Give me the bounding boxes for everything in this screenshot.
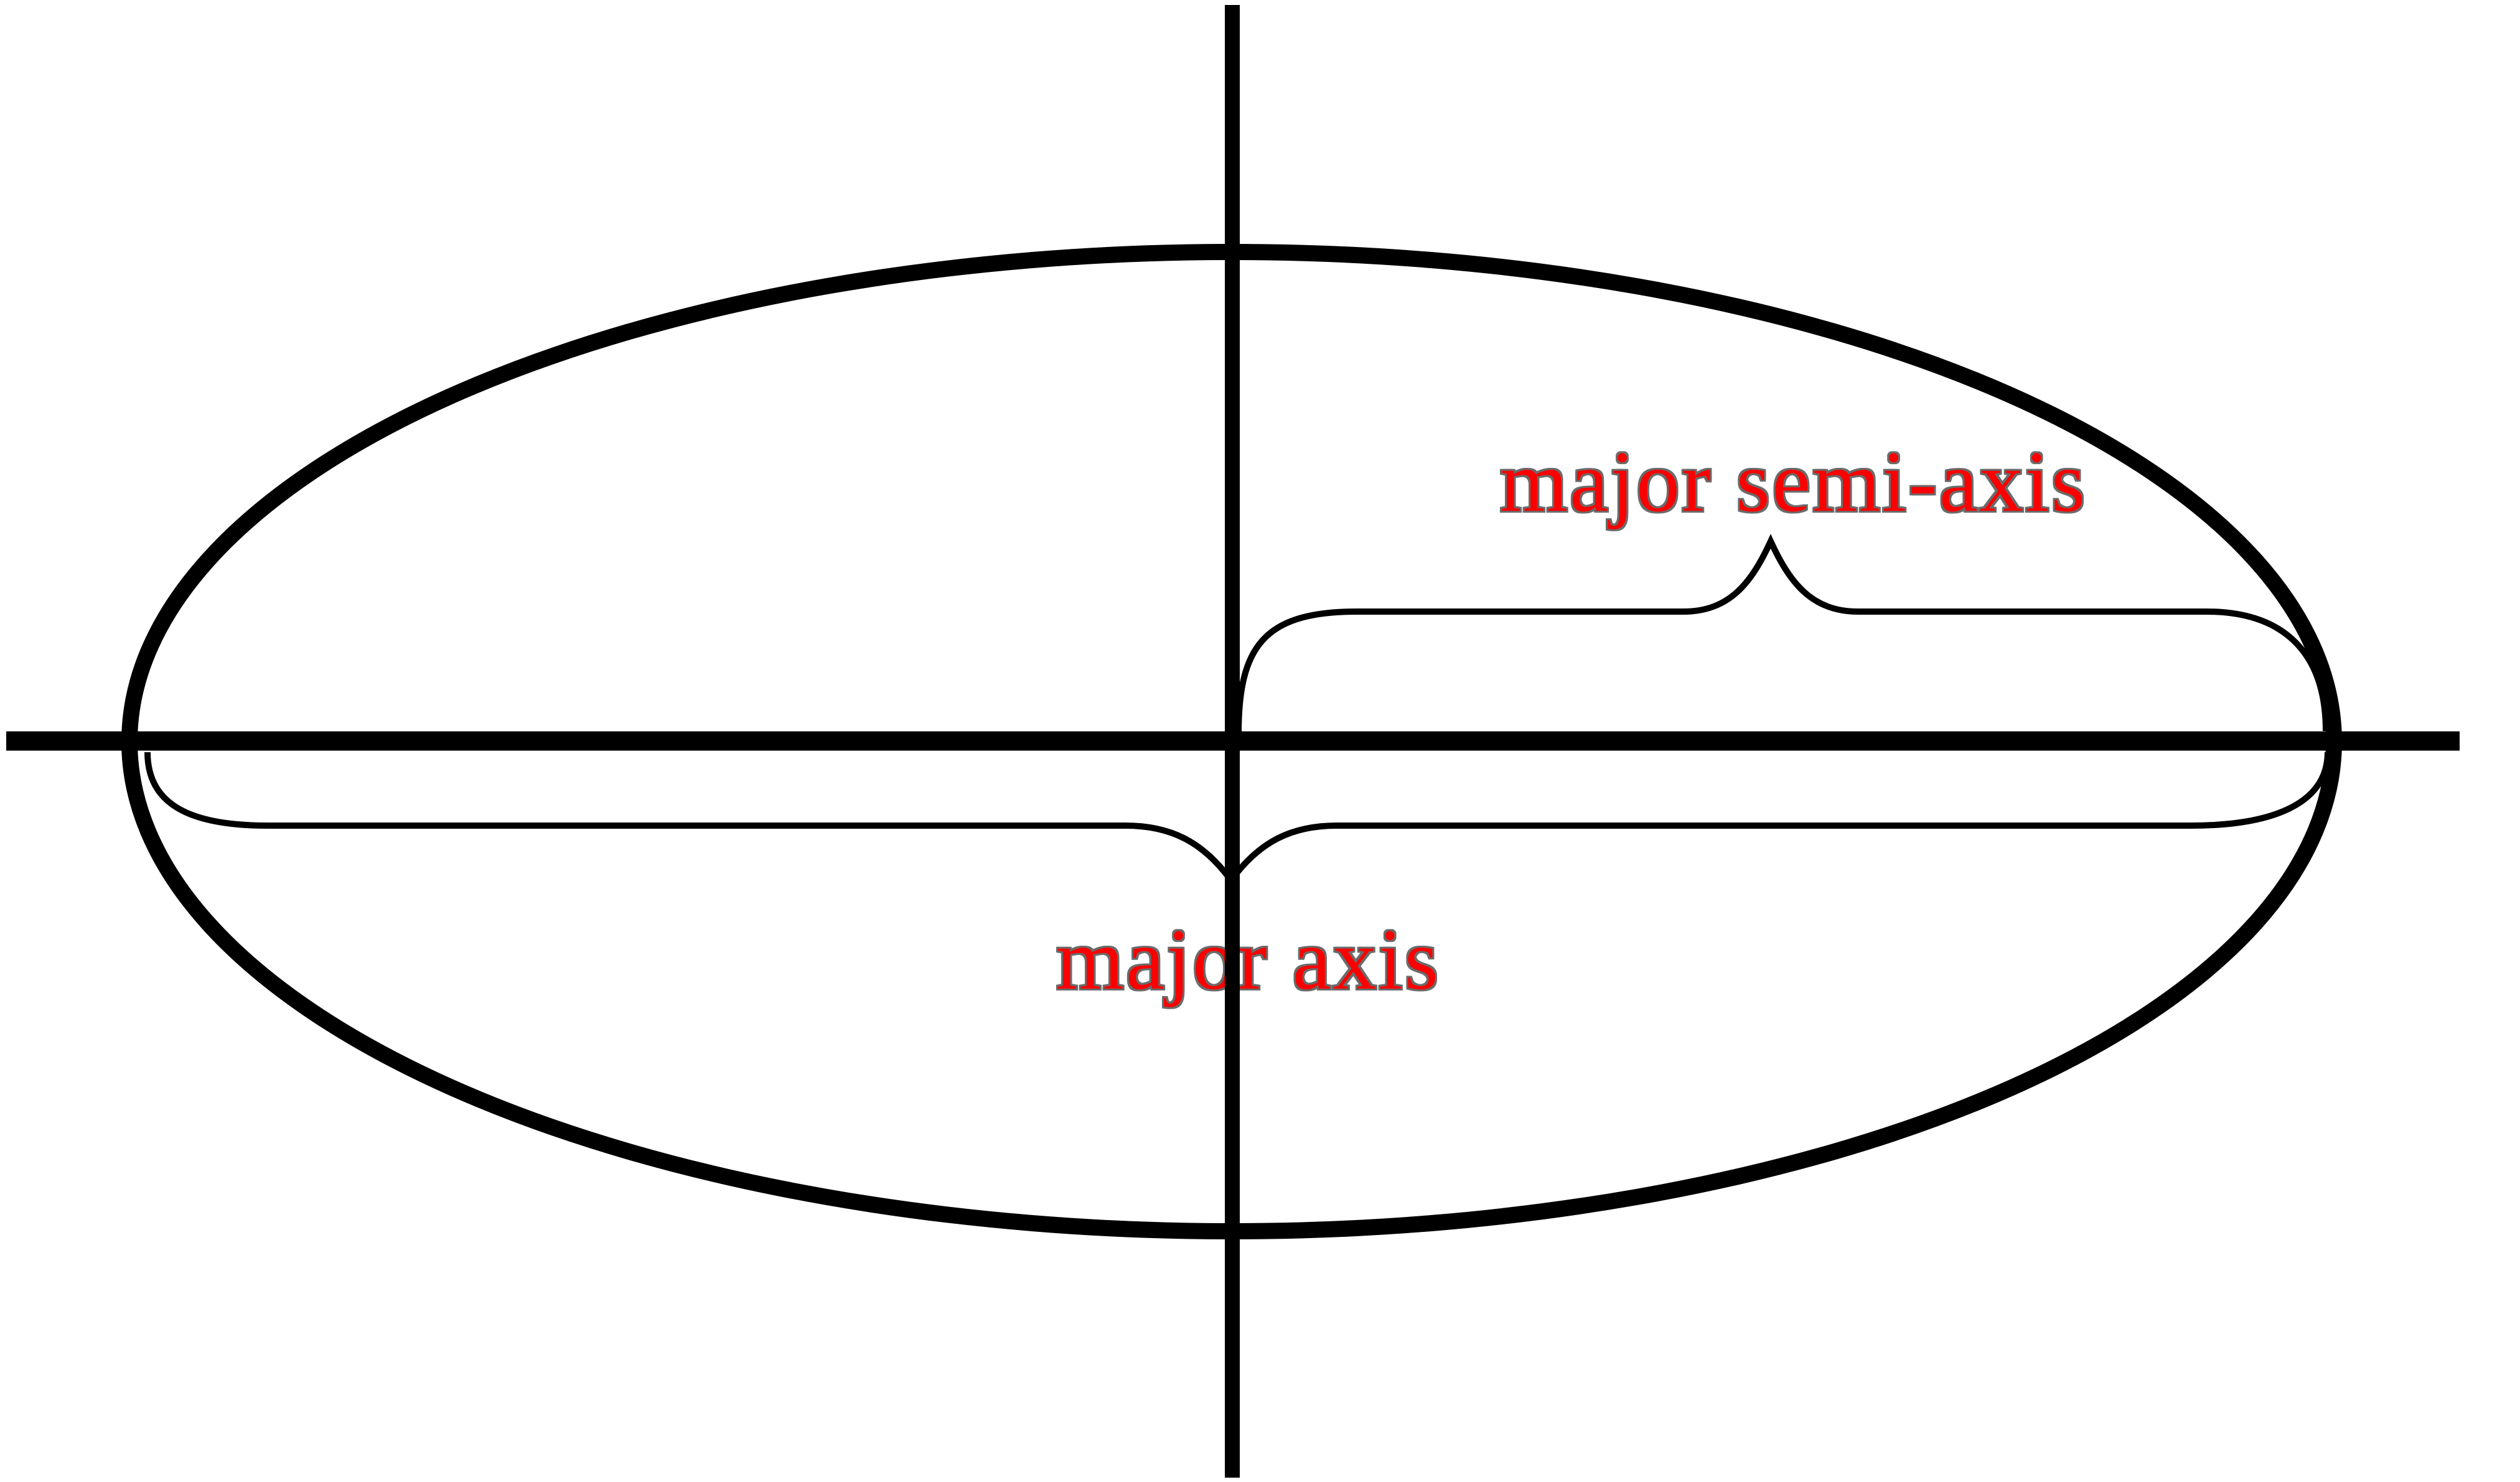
major-semi-axis-label: major semi-axis (1500, 434, 2087, 530)
major-axis-label: major axis (1056, 911, 1441, 1008)
major-semi-axis-brace (1235, 534, 2329, 735)
